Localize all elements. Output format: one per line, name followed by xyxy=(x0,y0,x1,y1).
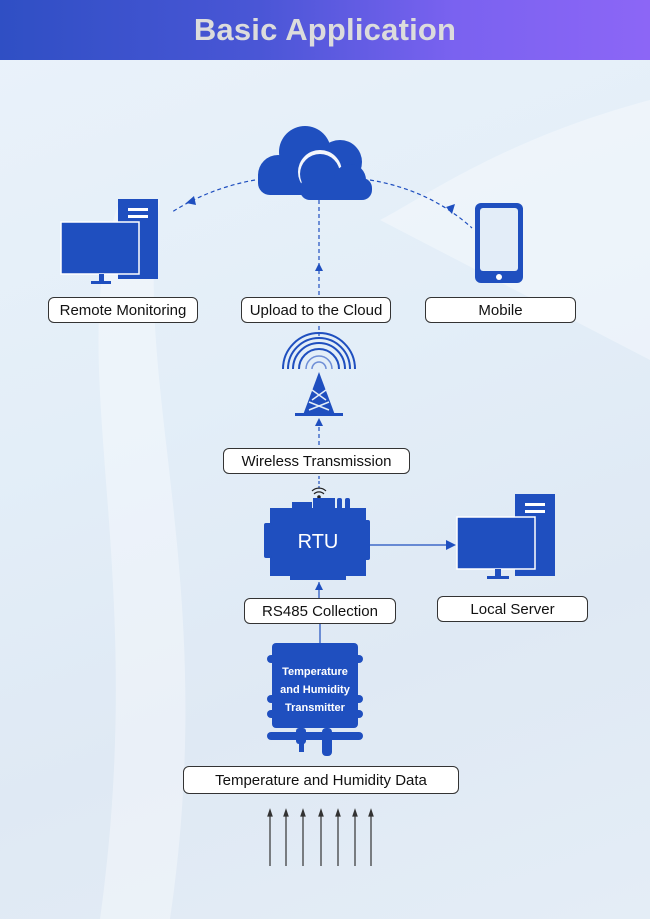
transmitter-line-3: Transmitter xyxy=(285,702,345,714)
upload-cloud-label: Upload to the Cloud xyxy=(241,297,391,323)
arrow-to-cloud xyxy=(315,263,323,271)
cloud-to-mobile-link xyxy=(369,179,473,229)
transmitter-label: Temperature and Humidity Transmitter xyxy=(272,663,358,717)
header-banner: Basic Application xyxy=(0,0,650,60)
mobile-phone-icon xyxy=(475,203,523,283)
transmitter-line-1: Temperature xyxy=(282,666,348,678)
arrow-to-local-server xyxy=(446,540,456,550)
remote-monitoring-computer-icon xyxy=(60,199,158,284)
rtu-device-icon xyxy=(264,498,370,580)
data-input-arrows xyxy=(267,808,374,866)
cloud-icon xyxy=(258,126,372,200)
rtu-label: RTU xyxy=(297,531,339,553)
page-title: Basic Application xyxy=(193,12,457,47)
cloud-to-remote-link xyxy=(171,179,256,213)
local-server-label: Local Server xyxy=(437,596,588,622)
transmitter-line-2: and Humidity xyxy=(280,684,350,696)
arrow-to-remote xyxy=(186,196,196,205)
wifi-icon xyxy=(311,487,327,499)
wireless-transmission-label: Wireless Transmission xyxy=(223,448,410,474)
arrow-to-mobile xyxy=(446,204,455,214)
remote-monitoring-label: Remote Monitoring xyxy=(48,297,198,323)
local-server-computer-icon xyxy=(456,494,555,579)
data-label: Temperature and Humidity Data xyxy=(183,766,459,794)
mobile-label: Mobile xyxy=(425,297,576,323)
arrow-to-tower xyxy=(315,418,323,426)
arrow-to-rtu xyxy=(315,582,323,590)
signal-tower-icon xyxy=(282,332,356,416)
temperature-humidity-transmitter-icon xyxy=(267,643,363,756)
rs485-collection-label: RS485 Collection xyxy=(244,598,396,624)
